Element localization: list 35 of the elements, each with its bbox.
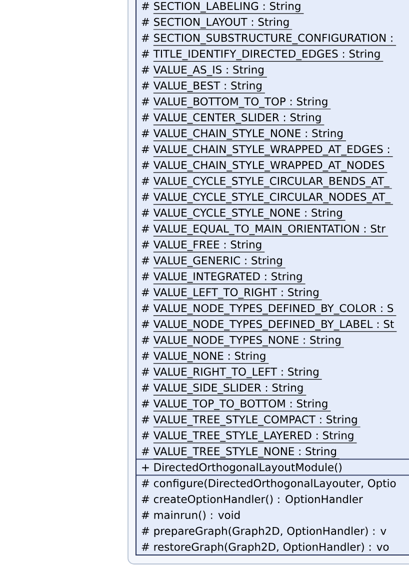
attribute-text: # VALUE_CENTER_SLIDER : String bbox=[142, 113, 324, 126]
attribute-text: # VALUE_AS_IS : String bbox=[142, 65, 268, 78]
method-text: # restoreGraph(Graph2D, OptionHandler) : vo bbox=[142, 542, 389, 553]
attribute-text: # SECTION_LABELING : String bbox=[142, 2, 304, 14]
attribute-text: # VALUE_NONE : String bbox=[142, 352, 270, 364]
attribute-text: # VALUE_INTEGRATED : String bbox=[142, 272, 306, 284]
attribute-text: # VALUE_SIDE_SLIDER : String bbox=[142, 383, 306, 396]
method-text: # createOptionHandler() : OptionHandler bbox=[142, 494, 363, 506]
constructor-text: + DirectedOrthogonalLayoutModule() bbox=[142, 462, 342, 474]
attribute-text: # VALUE_GENERIC : String bbox=[142, 256, 286, 268]
attribute-text: # VALUE_BEST : String bbox=[142, 81, 266, 94]
attribute-text: # VALUE_CYCLE_STYLE_CIRCULAR_BENDS_AT_ bbox=[142, 176, 392, 189]
attribute-text: # TITLE_IDENTIFY_DIRECTED_EDGES : String bbox=[142, 49, 384, 62]
method-text: # configure(DirectedOrthogonalLayouter, Optio bbox=[142, 478, 396, 490]
attribute-text: # SECTION_LAYOUT : String bbox=[142, 18, 292, 30]
attribute-text: # VALUE_TREE_STYLE_COMPACT : String bbox=[142, 415, 361, 428]
attribute-text: # VALUE_RIGHT_TO_LEFT : String bbox=[142, 367, 322, 380]
attribute-text: # VALUE_TREE_STYLE_LAYERED : String bbox=[142, 431, 358, 444]
attribute-text: # VALUE_CHAIN_STYLE_NONE : String bbox=[142, 128, 346, 142]
attribute-text: # VALUE_BOTTOM_TO_TOP : String bbox=[142, 97, 331, 110]
attribute-text: # VALUE_TREE_STYLE_NONE : String bbox=[142, 446, 340, 460]
attribute-text: # VALUE_NODE_TYPES_DEFINED_BY_LABEL : St bbox=[142, 320, 397, 332]
attribute-text: # VALUE_CHAIN_STYLE_WRAPPED_AT_EDGES : bbox=[142, 145, 394, 157]
attribute-text: # VALUE_LEFT_TO_RIGHT : String bbox=[142, 288, 322, 300]
attribute-text: # VALUE_NODE_TYPES_NONE : String bbox=[142, 336, 344, 348]
attribute-text: # SECTION_SUBSTRUCTURE_CONFIGURATION : bbox=[142, 34, 396, 46]
attribute-text: # VALUE_CHAIN_STYLE_WRAPPED_AT_NODES bbox=[142, 160, 388, 173]
attribute-text: # VALUE_EQUAL_TO_MAIN_ORIENTATION : Str bbox=[142, 224, 388, 236]
attribute-text: # VALUE_FREE : String bbox=[142, 240, 265, 252]
attribute-text: # VALUE_CYCLE_STYLE_NONE : String bbox=[142, 208, 346, 221]
method-text: # prepareGraph(Graph2D, OptionHandler) : v bbox=[142, 526, 386, 538]
method-text: # mainrun() : void bbox=[142, 510, 240, 520]
attribute-text: # VALUE_NODE_TYPES_DEFINED_BY_COLOR : S bbox=[142, 304, 397, 316]
attribute-text: # VALUE_CYCLE_STYLE_CIRCULAR_NODES_AT_ bbox=[142, 192, 394, 205]
attribute-text: # VALUE_TOP_TO_BOTTOM : String bbox=[142, 399, 331, 412]
